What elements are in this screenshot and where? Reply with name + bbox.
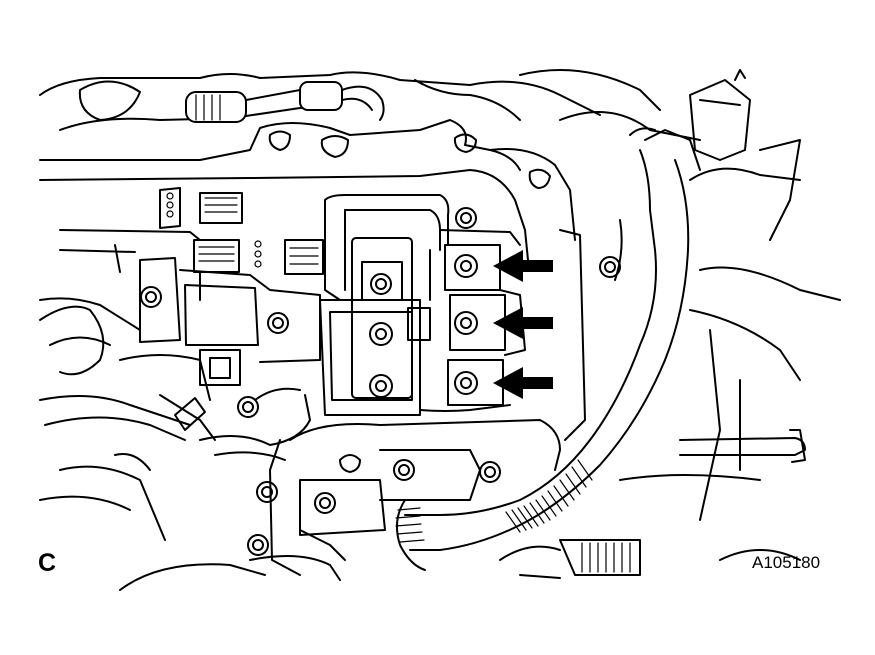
bolt: [369, 322, 393, 346]
bolt: [369, 374, 393, 398]
bolt: [247, 534, 269, 556]
bolt: [479, 461, 501, 483]
lower-housing: [119, 419, 561, 591]
coolant-hose: [395, 127, 701, 571]
bolt: [599, 256, 621, 278]
bolt: [454, 311, 478, 335]
bolt: [454, 371, 478, 395]
indicator-arrows: [493, 250, 553, 399]
bolt: [393, 459, 415, 481]
arrow-1: [493, 250, 553, 282]
central-module: [319, 194, 526, 416]
sensor-connector: [185, 81, 385, 123]
panel-letter: C: [38, 549, 57, 577]
bolts: [140, 207, 621, 556]
arrow-2: [493, 307, 553, 339]
left-wiring-harness: [39, 305, 311, 541]
transmission-housing: [39, 119, 576, 261]
right-components: [499, 69, 841, 579]
arrow-3: [493, 367, 553, 399]
bolt: [140, 286, 162, 308]
bolt: [455, 207, 477, 229]
bolt: [370, 273, 392, 295]
bolt: [314, 492, 336, 514]
upper-background-parts: [39, 69, 701, 141]
bolt: [454, 254, 478, 278]
left-components: [39, 187, 324, 401]
bolt: [256, 481, 278, 503]
figure-id: A105180: [752, 553, 821, 572]
bolt: [267, 312, 289, 334]
bolt: [237, 396, 259, 418]
